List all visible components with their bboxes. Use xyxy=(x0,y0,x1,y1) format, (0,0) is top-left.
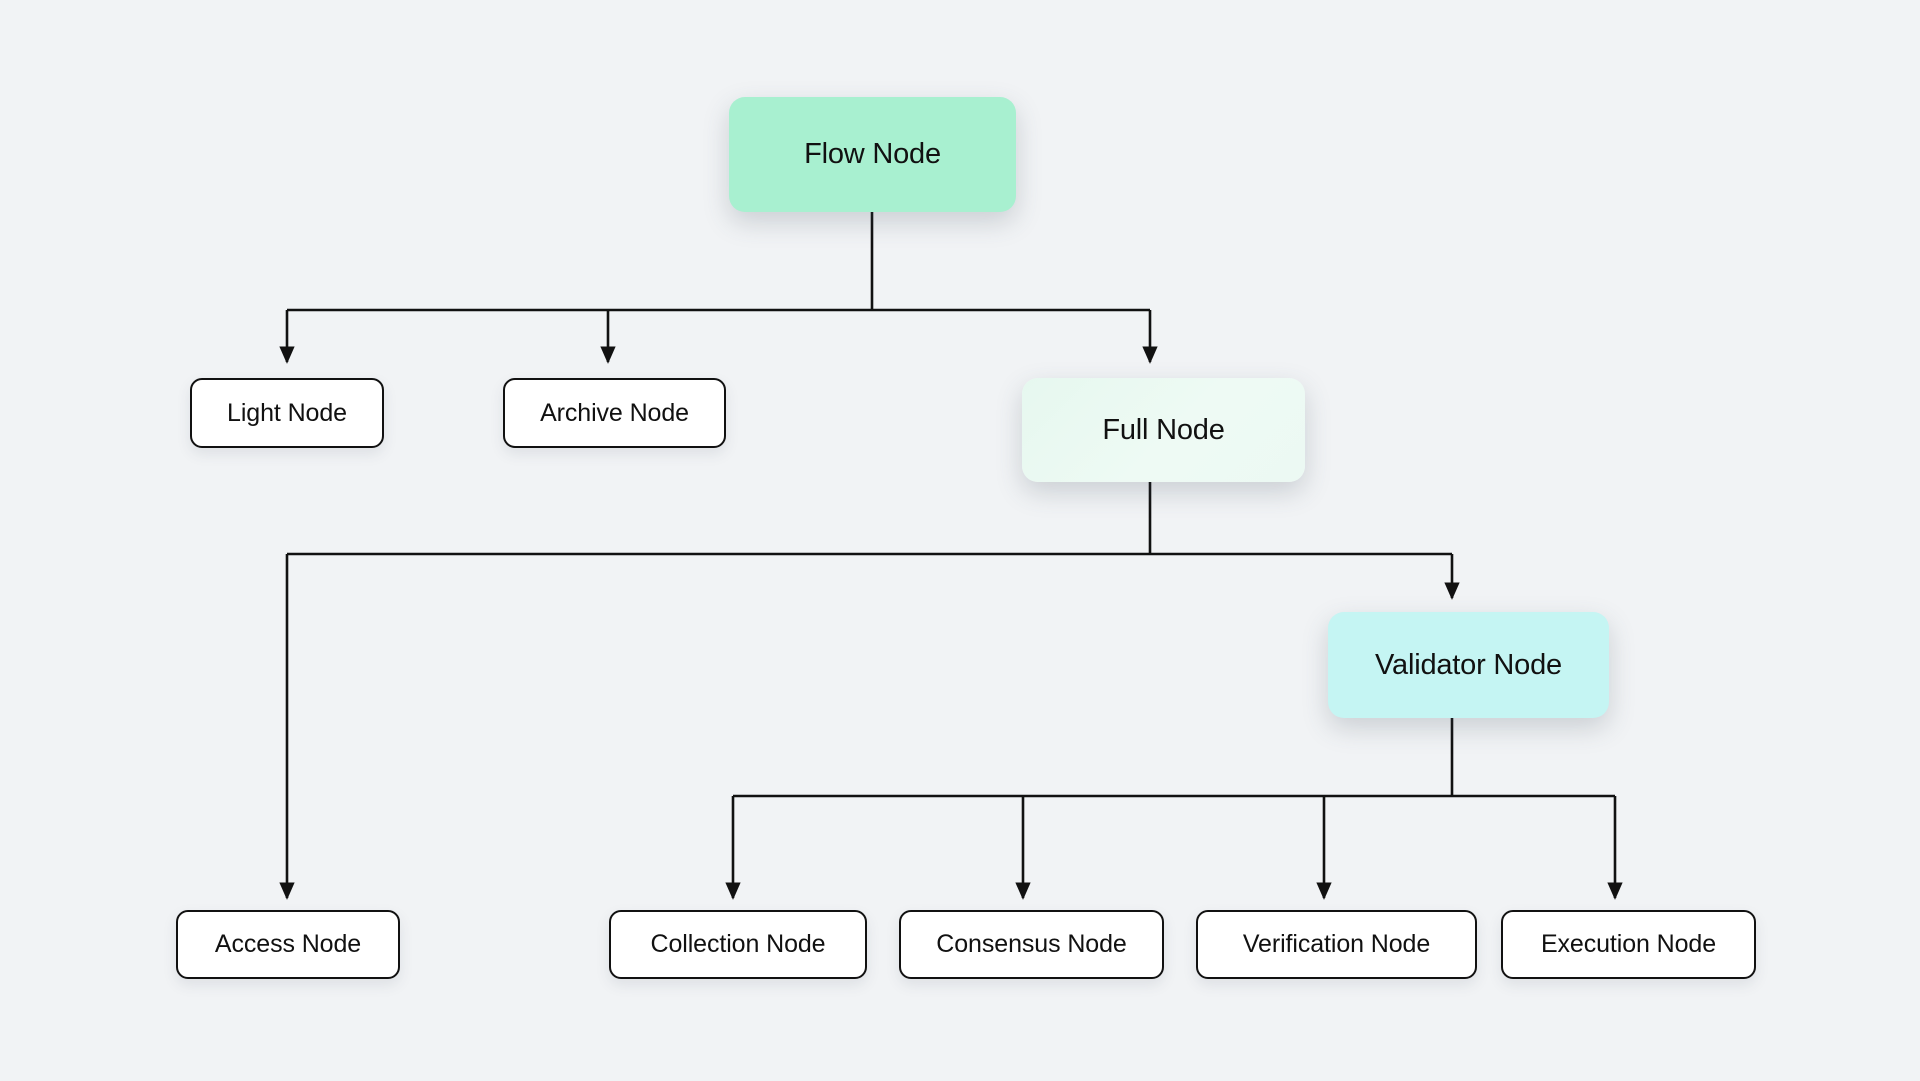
node-label-flow: Flow Node xyxy=(804,138,941,170)
node-light[interactable]: Light Node xyxy=(190,378,384,448)
node-execution[interactable]: Execution Node xyxy=(1501,910,1756,979)
node-label-collection: Collection Node xyxy=(650,930,826,958)
node-full[interactable]: Full Node xyxy=(1022,378,1305,482)
node-label-full: Full Node xyxy=(1102,413,1225,446)
node-label-archive: Archive Node xyxy=(540,398,689,427)
node-verification[interactable]: Verification Node xyxy=(1196,910,1477,979)
node-access[interactable]: Access Node xyxy=(176,910,400,979)
node-label-light: Light Node xyxy=(227,398,347,427)
node-validator[interactable]: Validator Node xyxy=(1328,612,1609,718)
node-label-verification: Verification Node xyxy=(1242,930,1431,958)
node-label-validator: Validator Node xyxy=(1375,648,1562,681)
node-archive[interactable]: Archive Node xyxy=(503,378,726,448)
node-consensus[interactable]: Consensus Node xyxy=(899,910,1164,979)
node-label-execution: Execution Node xyxy=(1540,930,1717,958)
node-label-consensus: Consensus Node xyxy=(936,930,1127,958)
node-collection[interactable]: Collection Node xyxy=(609,910,867,979)
node-label-access: Access Node xyxy=(214,930,362,958)
node-flow[interactable]: Flow Node xyxy=(729,97,1016,212)
